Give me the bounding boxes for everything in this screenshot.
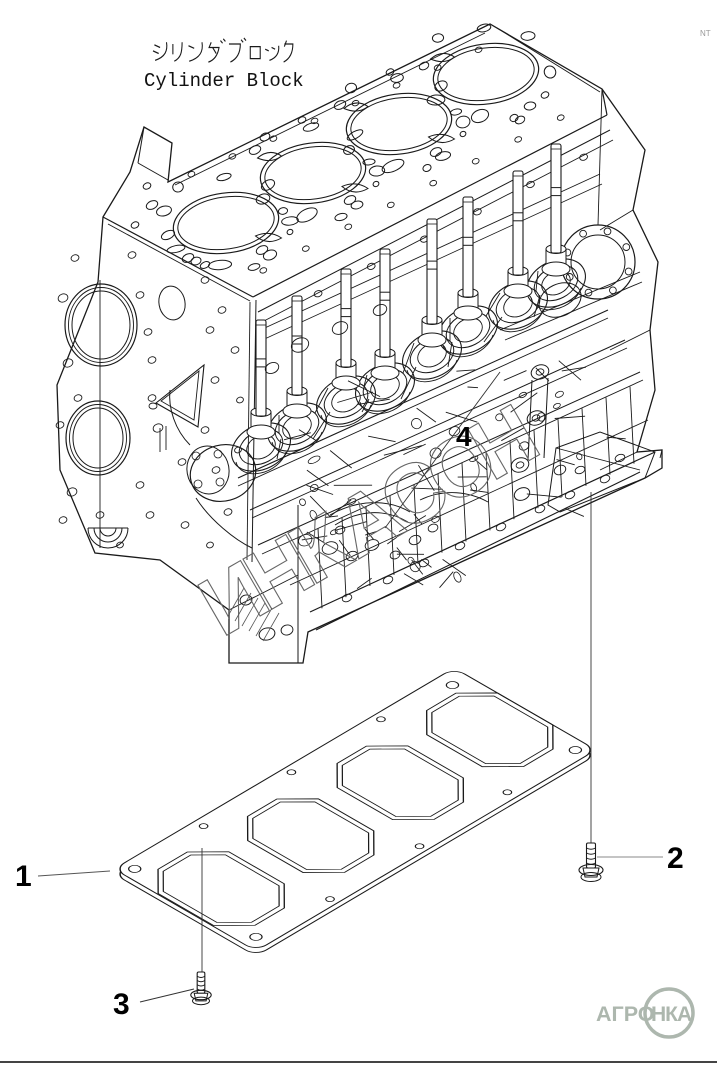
svg-text:2: 2: [667, 842, 684, 875]
svg-text:НКА: НКА: [651, 1003, 692, 1026]
svg-text:1: 1: [15, 860, 32, 893]
svg-text:Cylinder Block: Cylinder Block: [144, 70, 304, 92]
svg-text:3: 3: [113, 988, 130, 1021]
svg-text:NT: NT: [700, 29, 711, 38]
svg-text:4: 4: [456, 421, 472, 452]
